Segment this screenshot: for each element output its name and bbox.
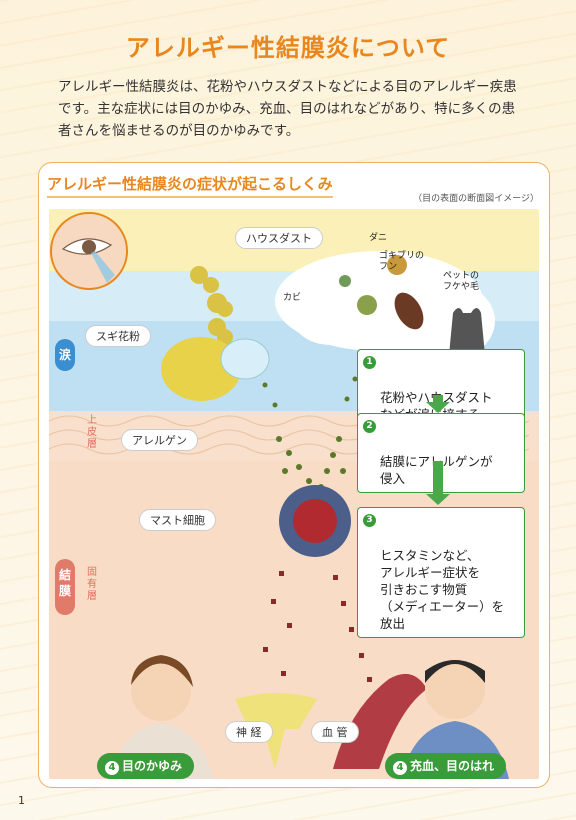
- page-number: 1: [18, 794, 25, 807]
- arrow-2-icon: [426, 461, 450, 505]
- mite-label: ダニ: [369, 233, 388, 243]
- pollen-particles: [190, 266, 233, 345]
- allergen-label: アレルゲン: [121, 429, 198, 451]
- pollen-burst: [220, 338, 270, 380]
- step-3-number: 3: [363, 514, 376, 527]
- step-2-number: 2: [363, 420, 376, 433]
- eye-inset: [50, 212, 128, 290]
- mold-label: カビ: [283, 293, 302, 303]
- epithelium-label: 上皮層: [87, 415, 97, 450]
- mast-cell: [279, 485, 351, 557]
- page-title: アレルギー性結膜炎について: [125, 34, 451, 62]
- pollen-swollen: [161, 337, 241, 401]
- intro-paragraph: アレルギー性結膜炎は、花粉やハウスダストなどによる目のアレルギー疾患です。主な症…: [58, 79, 517, 139]
- nerve-label: 神 経: [225, 721, 273, 743]
- house-dust-label: ハウスダスト: [235, 227, 323, 249]
- pollen-label: スギ花粉: [85, 325, 151, 347]
- nerve-shape: [235, 693, 317, 769]
- outcome-redness-text: 充血、目のはれ: [410, 759, 495, 773]
- dust-icons: [339, 255, 485, 355]
- step-3-callout: 3 ヒスタミンなど、 アレルギー症状を 引きおこす物質 （メディエーター）を 放…: [357, 507, 525, 638]
- outcome-redness-number: 4: [393, 761, 407, 775]
- outcome-itch-text: 目のかゆみ: [122, 759, 183, 773]
- step-3-text: ヒスタミンなど、 アレルギー症状を 引きおこす物質 （メディエーター）を 放出: [380, 548, 505, 631]
- vessel-label: 血 管: [311, 721, 359, 743]
- mast-cell-label: マスト細胞: [139, 509, 216, 531]
- cockroach-label: ゴキブリの フン: [379, 251, 425, 272]
- panel-title: アレルギー性結膜炎の症状が起こるしくみ: [47, 173, 333, 198]
- outcome-itch-number: 4: [105, 761, 119, 775]
- mediator-particles: [263, 571, 372, 682]
- lamina-label: 固有層: [87, 567, 97, 602]
- mechanism-panel: アレルギー性結膜炎の症状が起こるしくみ （目の表面の断面図イメージ）: [38, 162, 550, 788]
- conjunctiva-tab: 結膜: [55, 559, 75, 615]
- pet-label: ペットの フケや毛: [443, 271, 480, 292]
- vessel-shape: [333, 673, 427, 769]
- panel-note: （目の表面の断面図イメージ）: [413, 194, 539, 204]
- arrow-1-icon: [426, 395, 450, 413]
- step-1-number: 1: [363, 356, 376, 369]
- tears-tab: 涙: [55, 339, 75, 371]
